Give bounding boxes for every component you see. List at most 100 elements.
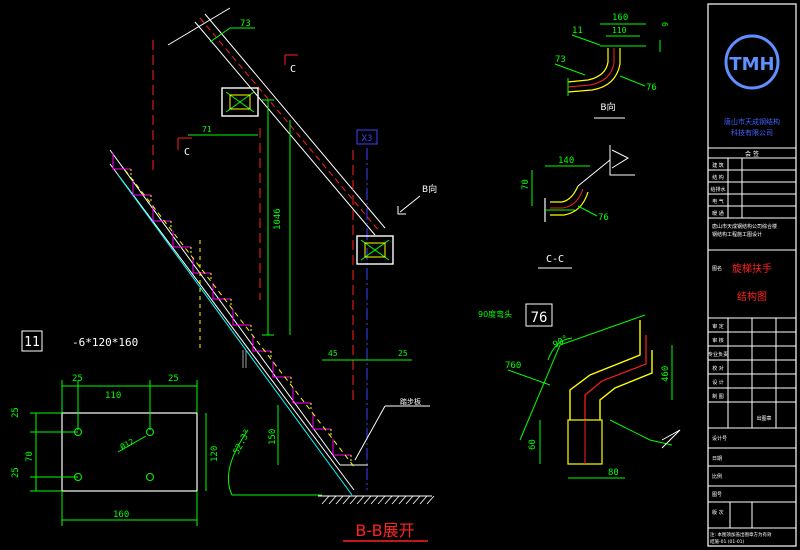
- plate-dim-25-left: 25: [72, 374, 83, 384]
- detail-b-dim-110: 110: [612, 26, 627, 35]
- role-2: 审 核: [712, 337, 724, 344]
- detail-c-leader-76: [577, 205, 598, 217]
- ground-hatch-line: [349, 495, 358, 505]
- detail-c-leader: [577, 159, 611, 187]
- detail-b-label-76: 76: [646, 83, 657, 93]
- design-no-label: 设计号: [712, 435, 727, 442]
- detail-b-label-73: 73: [555, 55, 566, 65]
- detail-b-pipe-outer: [567, 48, 609, 83]
- detail-c-label-76: 76: [598, 213, 609, 223]
- detail-b-view: 160 110 6 11 73 76 B向: [554, 13, 669, 119]
- elbow-centerline: [584, 335, 647, 420]
- role-5: 设 计: [712, 379, 724, 386]
- hole-leader: [117, 435, 147, 453]
- drawing-name-label: 图名: [712, 265, 722, 272]
- detail-c-dim-140: 140: [558, 156, 574, 166]
- upper-bracket-inner: [229, 94, 251, 110]
- elbow-dim-760-leader: [507, 369, 551, 386]
- elbow-tag: 76: [531, 310, 548, 326]
- detail-c-flag: [609, 145, 635, 176]
- ground-hatch-line: [426, 495, 435, 505]
- rail-line-bottom: [204, 13, 386, 229]
- axis-tag-label: X3: [362, 134, 373, 144]
- stringer-top-line: [109, 149, 341, 466]
- sign-row-4: 电 气: [712, 198, 724, 205]
- scale-label: 比例: [712, 473, 722, 480]
- detail-c-title: C-C: [546, 254, 564, 265]
- footer-sheet-no: 结施-01 (01-01): [710, 538, 745, 545]
- plate-dim-160: 160: [113, 510, 129, 520]
- dim-45-label: 45: [328, 349, 338, 358]
- sign-row-2: 结 构: [712, 174, 724, 181]
- ground-hatch-line: [384, 495, 393, 505]
- elbow-dim-60: 60: [528, 439, 538, 450]
- ground-hatch-line: [321, 495, 330, 505]
- ground-hatch-line: [342, 495, 351, 505]
- elbow-dim-460: 460: [661, 366, 671, 382]
- elbow-break-mark: [661, 429, 681, 441]
- plate-outline: [61, 412, 198, 492]
- ground-hatch-line: [356, 495, 365, 505]
- elbow-note: 90度弯头: [478, 309, 512, 319]
- approve-header: 会 签: [745, 150, 759, 158]
- detail-c-flag-mark: [611, 149, 630, 169]
- sign-row-5: 暖 通: [712, 210, 724, 217]
- b-view-arrowhead: [397, 206, 406, 215]
- plate-tag: 11: [24, 335, 40, 350]
- role-1: 审 定: [712, 323, 724, 330]
- leader-73: [209, 27, 231, 43]
- detail-c-section: 140 70 76 C-C: [521, 145, 635, 269]
- ground-hatch-line: [398, 495, 407, 505]
- dim-150-label: 150: [268, 429, 278, 445]
- stair-step: [112, 153, 131, 170]
- elbow-outline-right: [609, 419, 673, 446]
- plate-dim-25-v-bottom: 25: [11, 467, 21, 478]
- ground-hatch-line: [405, 495, 414, 505]
- drawing-title-line2: 结构图: [737, 290, 767, 303]
- hole-4: [146, 473, 154, 481]
- company-line1: 唐山市天成钢结构: [724, 117, 780, 126]
- detail-c-dim-70: 70: [521, 179, 531, 190]
- stair-step: [232, 309, 251, 326]
- stair-step: [152, 205, 171, 222]
- title-block: TMH 唐山市天成钢结构 科技有限公司 会 签 建 筑 结 构 给排水 电 气 …: [707, 3, 797, 547]
- ladder-label: 踏步板: [400, 397, 421, 406]
- elbow-outline-left: [519, 314, 646, 441]
- ground-hatch-line: [363, 495, 372, 505]
- sheet-label: 图号: [712, 492, 722, 498]
- detail-b-leader-11: [571, 34, 601, 46]
- dim-25-label: 25: [398, 349, 408, 358]
- elbow-angle-arc: [547, 337, 573, 361]
- role-3: 专业负责: [708, 351, 728, 358]
- logo-text: TMH: [729, 54, 774, 75]
- ground-hatch-line: [419, 495, 428, 505]
- b-view-label: B向: [422, 183, 437, 195]
- detail-c-pipe-inner: [550, 191, 589, 216]
- dim-1046-label: 1046: [273, 208, 283, 230]
- role-6: 制 图: [712, 393, 724, 400]
- logo-ring: [724, 34, 780, 90]
- detail-b-dim-6: 6: [660, 22, 669, 27]
- section-c-upper-label: C: [290, 64, 296, 75]
- roles-table: 审 定 审 核 专业负责 校 对 设 计 制 图 出图章: [708, 318, 796, 429]
- stair-step: [292, 387, 311, 404]
- label-73: 73: [240, 19, 251, 29]
- plate-dim-70-v: 70: [25, 451, 35, 462]
- elbow-tag-box: [525, 303, 553, 327]
- detail-b-pipe-inner: [567, 48, 621, 93]
- stamp-label: 出图章: [756, 415, 771, 422]
- plate-dim-120-v: 120: [210, 446, 220, 462]
- elbow-leader: [661, 429, 681, 449]
- detail-b-leader-73: [554, 63, 586, 76]
- elbow-inner-edge: [599, 350, 653, 420]
- elbow-dim-80: 80: [608, 468, 619, 478]
- angle-arc: [227, 429, 249, 496]
- plate-detail: 11 -6*120*160 Ø12 25 110 25 25 70 25: [11, 330, 220, 526]
- sign-row-3: 给排水: [710, 186, 725, 193]
- elbow-dim-760: 760: [505, 361, 521, 371]
- stair-section-title: B-B展开: [355, 521, 414, 540]
- title-block-frame: [707, 3, 797, 547]
- project-line1: 唐山市天成钢结构公司综合楼: [712, 223, 777, 230]
- rail-centerline: [199, 17, 381, 233]
